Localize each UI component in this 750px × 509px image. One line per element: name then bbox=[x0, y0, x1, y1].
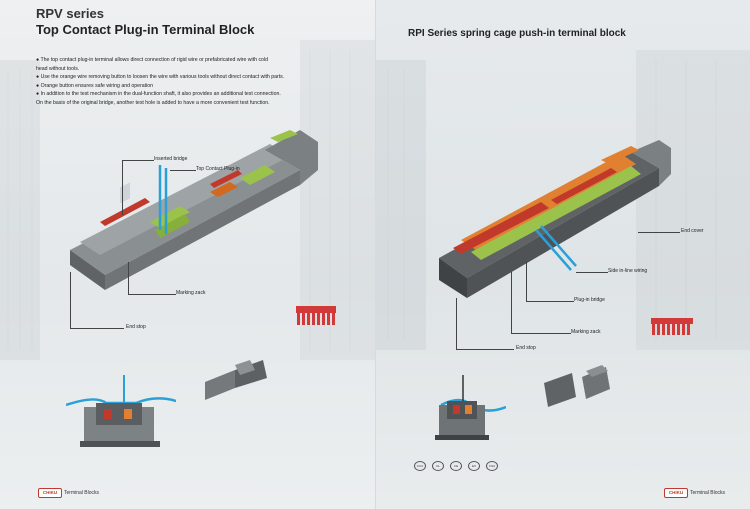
rpv-terminal-assembly-illustration bbox=[70, 130, 318, 290]
leader-line bbox=[122, 160, 154, 161]
grey-end-stop-image bbox=[544, 365, 610, 407]
feature-line: ● The top contact plug-in terminal allow… bbox=[36, 57, 268, 63]
leader-line bbox=[70, 272, 71, 328]
csa-cert-icon: CSA bbox=[486, 461, 498, 471]
brand-logo: CHIKU bbox=[664, 488, 688, 498]
page-title: Top Contact Plug-in Terminal Block bbox=[36, 22, 255, 37]
terminal-cross-section-image bbox=[435, 375, 506, 440]
label-top-contact: Top Contact Plug-in bbox=[196, 166, 240, 172]
grey-end-stop-image bbox=[205, 360, 267, 400]
left-page: RPV series Top Contact Plug-in Terminal … bbox=[0, 0, 375, 509]
ul-cert-icon: UL bbox=[432, 461, 444, 471]
background-cabinet-image bbox=[376, 50, 750, 350]
ccc-cert-icon: CCC bbox=[414, 461, 426, 471]
label-marking-zack: Marking zack bbox=[571, 329, 601, 335]
feature-list: ● The top contact plug-in terminal allow… bbox=[36, 56, 336, 108]
leader-line bbox=[456, 349, 514, 350]
leader-line bbox=[70, 328, 124, 329]
feature-line: ● In addition to the test mechanism in t… bbox=[36, 91, 281, 98]
right-page: RPI Series spring cage push-in terminal … bbox=[375, 0, 750, 509]
label-marking-zack: Marking zack bbox=[176, 290, 206, 296]
ce-cert-icon: CE bbox=[450, 461, 462, 471]
leader-line bbox=[170, 170, 196, 171]
label-end-stop: End stop bbox=[516, 345, 536, 351]
label-end-stop: End stop bbox=[126, 324, 146, 330]
feature-line: head without tools. bbox=[36, 65, 80, 72]
leader-line bbox=[638, 232, 680, 233]
page-title: RPI Series spring cage push-in terminal … bbox=[408, 28, 626, 39]
leader-line bbox=[456, 298, 457, 349]
leader-line bbox=[511, 333, 571, 334]
feature-line: ● Orange button ensures safe wiring and … bbox=[36, 82, 154, 89]
label-inserted-bridge: Inserted bridge bbox=[154, 156, 188, 162]
footer-text: Terminal Blocks bbox=[690, 490, 726, 496]
leader-line bbox=[576, 272, 608, 273]
leader-line bbox=[128, 262, 129, 294]
rpi-terminal-assembly-illustration bbox=[439, 140, 671, 298]
footer-text: Terminal Blocks bbox=[64, 490, 100, 496]
red-bridge-icon bbox=[296, 306, 336, 325]
series-name: RPV series bbox=[36, 6, 104, 21]
leader-line bbox=[128, 294, 176, 295]
feature-line: On the basis of the original bridge, ano… bbox=[36, 99, 270, 106]
red-bridge-icon bbox=[651, 318, 693, 335]
leader-line bbox=[526, 262, 527, 301]
label-end-cover: End cover bbox=[681, 228, 704, 234]
brand-logo: CHIKU bbox=[38, 488, 62, 498]
feature-line: ● Use the orange wire removing button to… bbox=[36, 74, 285, 81]
terminal-cross-section-image bbox=[66, 375, 176, 447]
leader-line bbox=[511, 272, 512, 333]
label-plug-bridge: Plug-in bridge bbox=[574, 297, 605, 303]
label-side-wiring: Side in-line wiring bbox=[608, 268, 648, 274]
leader-line bbox=[526, 301, 574, 302]
ex-cert-icon: EX bbox=[468, 461, 480, 471]
leader-line bbox=[122, 160, 123, 215]
certification-marks: CCC UL CE EX CSA bbox=[414, 461, 498, 471]
